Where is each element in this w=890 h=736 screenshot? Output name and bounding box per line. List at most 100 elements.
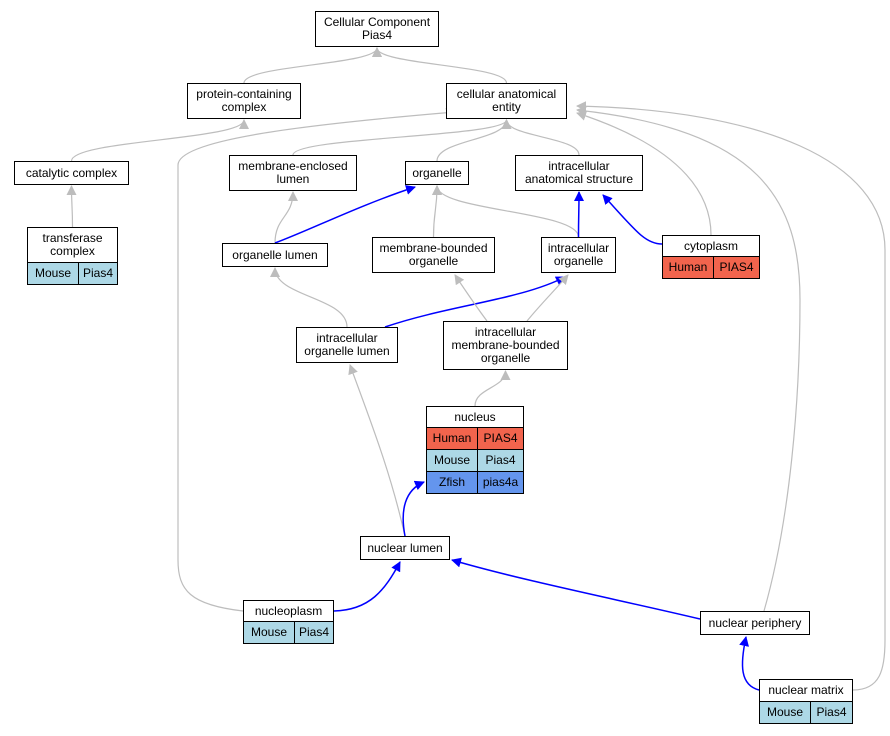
node-label-line: intracellular (547, 241, 610, 255)
node-label-line: Pias4 (361, 28, 393, 42)
node-label-line: complex (50, 244, 95, 258)
node-label-line: Cellular Component (323, 15, 431, 29)
node-organelle[interactable]: organelle (405, 161, 469, 185)
node-label-line: transferase (42, 231, 103, 245)
node-label-line: complex (221, 100, 267, 114)
gene-cell[interactable]: Pias4 (298, 625, 330, 639)
species-cell: Mouse (244, 622, 295, 643)
node-title: organelle lumen (223, 244, 327, 266)
gene-cell[interactable]: PIAS4 (719, 260, 754, 274)
gene-cell[interactable]: Pias4 (485, 453, 516, 467)
node-label-line: intracellular (474, 325, 537, 339)
edge-cellular-anatomical-entity-to-root (372, 47, 508, 84)
edge-nuclear-lumen-to-nucleus (402, 480, 425, 537)
node-label-line: nuclear matrix (768, 683, 844, 697)
edge-organelle-lumen-to-membrane-enclosed-lumen (274, 191, 298, 244)
node-label-line: organelle lumen (232, 247, 318, 262)
node-title: organelle (406, 162, 468, 184)
node-title: nuclear matrix (760, 680, 852, 701)
gene-row[interactable]: Mouse Pias4 (427, 449, 523, 471)
gene-cell[interactable]: Pias4 (816, 705, 847, 719)
node-label-line: lumen (276, 172, 310, 186)
edge-nuclear-lumen-to-intracellular-organelle-lumen (348, 364, 406, 537)
node-title: nucleoplasm (244, 601, 333, 621)
node-label-line: intracellular (548, 159, 610, 173)
node-label-line: anatomical structure (524, 172, 634, 186)
edge-intracellular-anatomical-structure-to-cellular-anatomical-entity (501, 119, 580, 156)
node-nuclear-lumen[interactable]: nuclear lumen (360, 536, 450, 560)
node-label-line: cellular anatomical (456, 87, 557, 101)
node-label-line: membrane-bounded (379, 241, 488, 255)
node-label-line: entity (492, 100, 521, 114)
edge-membrane-bounded-organelle-to-organelle (431, 185, 442, 238)
node-title: nuclear lumen (361, 537, 449, 559)
node-title: nuclear periphery (701, 612, 809, 634)
node-label-line: organelle (553, 254, 604, 268)
node-label-line: organelle (412, 165, 462, 180)
species-cell: Mouse (28, 263, 79, 284)
species-cell: Human (427, 428, 478, 449)
gene-cell[interactable]: PIAS4 (483, 431, 518, 445)
edge-nucleus-to-intracellular-membrane-bounded-organelle (474, 370, 511, 407)
edge-protein-containing-complex-to-root (243, 47, 382, 84)
node-label-line: organelle lumen (304, 344, 390, 358)
edge-nuclear-periphery-to-nuclear-lumen (451, 557, 701, 620)
gene-cell[interactable]: pias4a (482, 475, 519, 489)
edge-nucleoplasm-to-nuclear-lumen (333, 561, 401, 612)
edge-intracellular-organelle-lumen-to-organelle-lumen (270, 267, 348, 328)
gene-row[interactable]: Human PIAS4 (663, 256, 759, 278)
node-label-line: nuclear periphery (708, 615, 802, 630)
node-label-line: nucleus (454, 409, 496, 424)
node-label-line: intracellular (316, 331, 378, 345)
species-cell: Mouse (427, 450, 478, 471)
node-organelle-lumen[interactable]: organelle lumen (222, 243, 328, 267)
node-title: catalytic complex (15, 162, 128, 184)
species-cell: Zfish (427, 472, 478, 493)
edge-nuclear-periphery-to-cellular-anatomical-entity (576, 106, 801, 612)
node-label-line: catalytic complex (25, 165, 118, 180)
edge-intracellular-organelle-to-intracellular-anatomical-structure (573, 191, 584, 238)
species-cell: Human (663, 257, 714, 278)
edge-cytoplasm-to-intracellular-anatomical-structure (602, 194, 663, 245)
node-label-line: protein-containing (196, 87, 292, 101)
edge-nuclear-matrix-to-nuclear-periphery (739, 636, 760, 691)
edge-nuclear-matrix-to-cellular-anatomical-entity (576, 101, 886, 691)
edge-intracellular-organelle-to-organelle (432, 185, 580, 238)
node-label-line: cytoplasm (683, 238, 739, 253)
node-label-line: membrane-enclosed (238, 159, 348, 173)
gene-cell[interactable]: Pias4 (82, 266, 114, 280)
edge-layer (66, 47, 886, 691)
gene-row[interactable]: Zfish pias4a (427, 471, 523, 493)
node-label-line: nuclear lumen (367, 540, 443, 555)
node-nuclear-periphery[interactable]: nuclear periphery (700, 611, 810, 635)
node-catalytic-complex[interactable]: catalytic complex (14, 161, 129, 185)
node-label-line: organelle (480, 351, 531, 365)
edge-intracellular-membrane-bounded-organelle-to-intracellular-organelle (526, 274, 569, 322)
gene-row[interactable]: Human PIAS4 (427, 427, 523, 449)
